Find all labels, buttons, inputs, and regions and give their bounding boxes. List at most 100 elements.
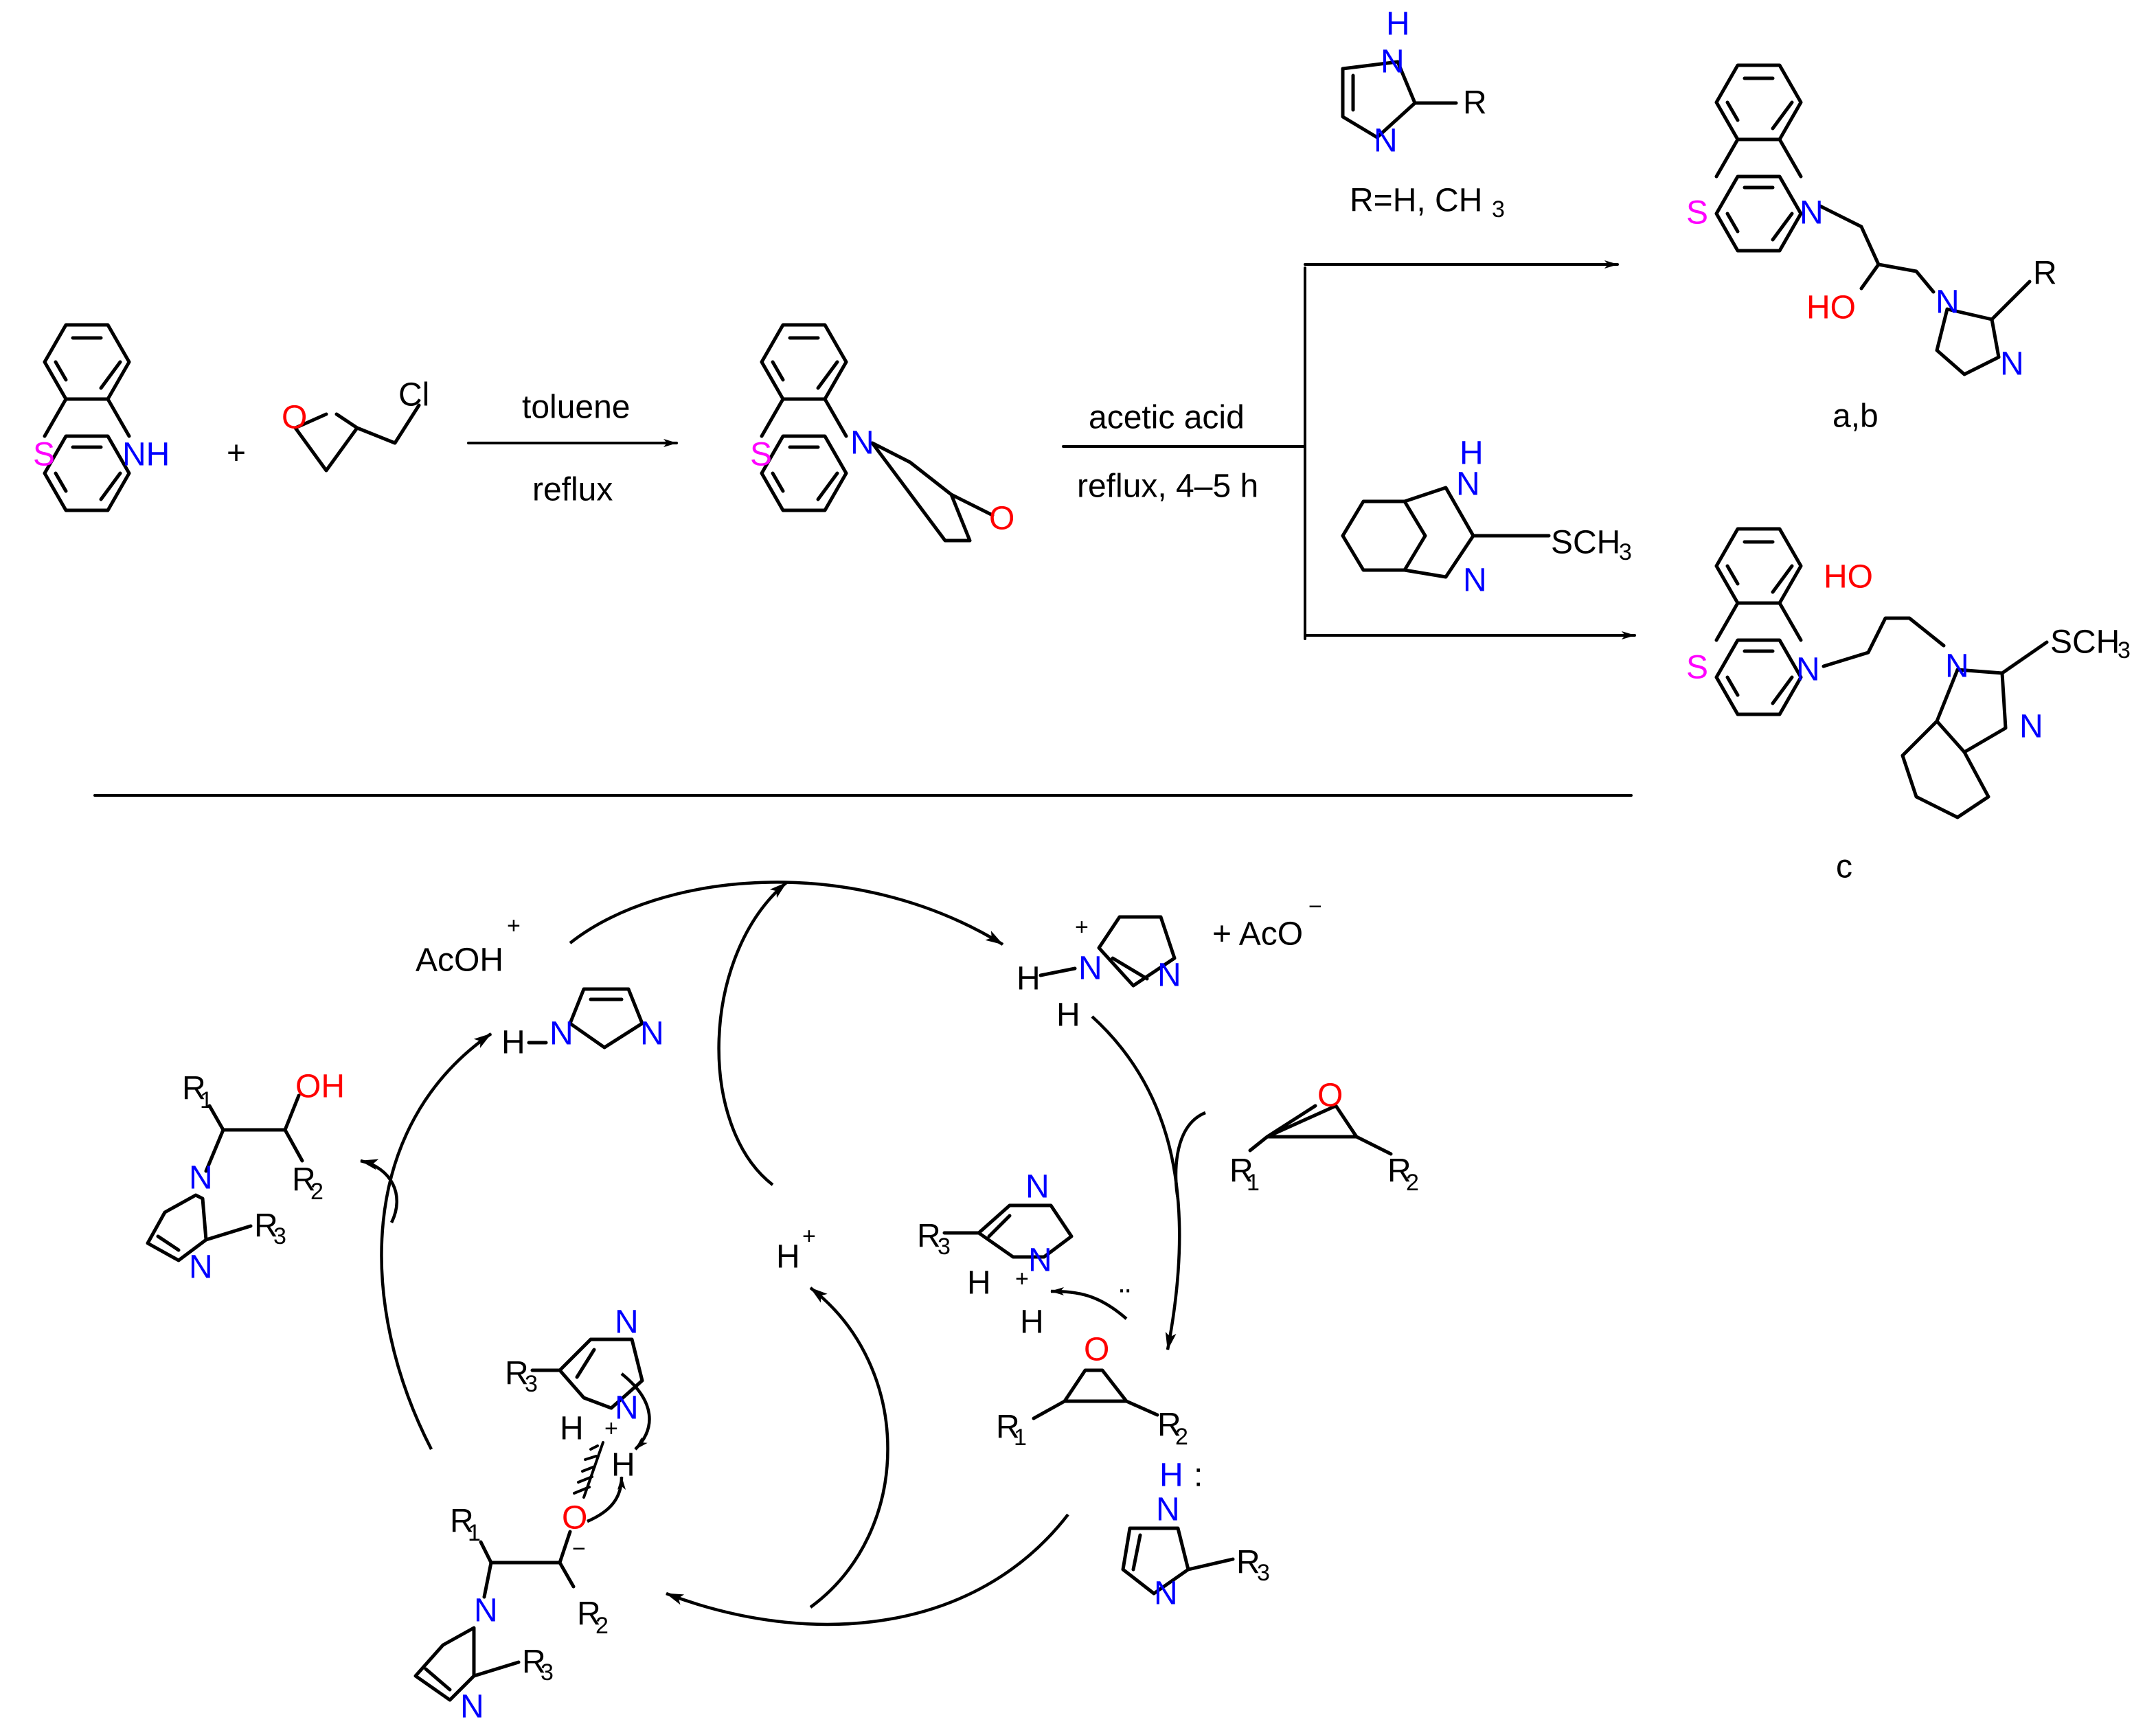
r3-label: R bbox=[1236, 1545, 1260, 1581]
r-definition-subscript: 3 bbox=[1492, 196, 1505, 223]
r3-label: R bbox=[505, 1356, 529, 1392]
nucleophile-n1: N bbox=[1156, 1492, 1180, 1528]
proton-charge: + bbox=[802, 1223, 816, 1249]
imidazolium: H N + H N + AcO − bbox=[1017, 894, 1322, 1034]
ring-nitrogen: N bbox=[1800, 195, 1824, 231]
epoxide-oxygen: O bbox=[1317, 1078, 1343, 1114]
imidazole-reagent: H N N R R=H, CH 3 bbox=[1341, 6, 1505, 223]
imidazole-h: H bbox=[501, 1025, 525, 1061]
imidazole-n1: N bbox=[549, 1016, 574, 1052]
imidazolium-n1: N bbox=[1078, 951, 1102, 987]
ring-nitrogen: N bbox=[1796, 652, 1820, 688]
ring-nitrogen: N bbox=[850, 425, 874, 462]
r1-label: R bbox=[182, 1071, 206, 1107]
sulfur-atom: S bbox=[1686, 650, 1708, 686]
r2-label: R bbox=[1387, 1153, 1411, 1190]
lone-pair-dots: ¨ bbox=[1120, 1284, 1131, 1320]
cycle-arrows bbox=[360, 881, 1206, 1626]
plus-sign: + bbox=[227, 435, 246, 472]
product-n1: N bbox=[474, 1593, 498, 1629]
r-group: R bbox=[1463, 85, 1487, 122]
step1-arrow: toluene reflux bbox=[467, 389, 678, 508]
r2-label: R bbox=[577, 1596, 601, 1633]
imidazole-n3: N bbox=[640, 1016, 664, 1052]
nucleophile-nh: H bbox=[1159, 1458, 1183, 1494]
r2-label: R bbox=[292, 1162, 316, 1199]
final-product: R 1 OH R 2 N N R 3 bbox=[146, 1069, 345, 1286]
benzimidazole-n3: N bbox=[2019, 709, 2043, 745]
product-ab: S N HO N N R a,b bbox=[1686, 63, 2057, 435]
bridging-h2: H bbox=[611, 1447, 635, 1484]
r2-subscript: 2 bbox=[1175, 1424, 1188, 1450]
r3-label: R bbox=[522, 1644, 546, 1681]
r2-subscript: 2 bbox=[595, 1613, 609, 1639]
r2-subscript: 2 bbox=[310, 1179, 324, 1205]
product-n3: N bbox=[460, 1689, 484, 1725]
proton-h: H bbox=[776, 1239, 800, 1275]
epoxypropyl-phenothiazine: S N O bbox=[750, 323, 1014, 543]
imidazolium-n1: N bbox=[615, 1390, 639, 1427]
sch3-subscript: 3 bbox=[1619, 539, 1632, 565]
hydroxyl: OH bbox=[295, 1069, 345, 1105]
imidazolium-h1: H bbox=[1017, 961, 1041, 997]
sulfur-atom: S bbox=[1686, 195, 1708, 231]
epoxide-oxygen: O bbox=[989, 501, 1014, 537]
sulfur-atom: S bbox=[750, 437, 772, 473]
hydroxyl: HO bbox=[1806, 290, 1856, 326]
bridging-charge: + bbox=[604, 1416, 618, 1442]
acetate-charge: − bbox=[1308, 894, 1322, 920]
product-c: S N HO N N SCH 3 c bbox=[1686, 527, 2131, 885]
r3-subscript: 3 bbox=[938, 1234, 951, 1260]
r1-label: R bbox=[996, 1409, 1020, 1446]
amine-nh: NH bbox=[122, 437, 170, 473]
proton: H + bbox=[776, 1223, 816, 1275]
epoxide-substrate: O R 1 R 2 bbox=[1229, 1078, 1419, 1197]
chlorine: Cl bbox=[398, 377, 429, 413]
alkoxide-charge: − bbox=[572, 1536, 586, 1562]
imidazolium-n3: N bbox=[615, 1304, 639, 1341]
activated-epoxide: O R 1 R 2 bbox=[996, 1332, 1188, 1451]
imidazolium-h2: H bbox=[1056, 997, 1080, 1034]
r3-subscript: 3 bbox=[525, 1371, 538, 1397]
r1-subscript: 1 bbox=[200, 1087, 213, 1113]
benzimidazole-nh: H bbox=[1460, 435, 1484, 472]
product-n1: N bbox=[189, 1160, 213, 1197]
imidazole-nh: H bbox=[1386, 6, 1410, 43]
step2-condition: reflux, 4–5 h bbox=[1077, 468, 1258, 505]
sch3-label: SCH bbox=[1551, 525, 1620, 561]
epichlorohydrin: O Cl bbox=[282, 377, 429, 473]
step1-condition: reflux bbox=[532, 472, 613, 508]
imidazolium-charge: + bbox=[1075, 914, 1089, 940]
product-label-c: c bbox=[1836, 849, 1852, 885]
r3-subscript: 3 bbox=[273, 1223, 286, 1249]
epoxide-oxygen: O bbox=[1084, 1332, 1109, 1368]
r-group: R bbox=[2033, 256, 2057, 292]
r3-label: R bbox=[254, 1208, 278, 1245]
nucleophile-lone-pair: : bbox=[1194, 1458, 1203, 1494]
r1-label: R bbox=[1229, 1153, 1253, 1190]
r-definition: R=H, CH bbox=[1350, 183, 1482, 219]
sch3-label: SCH bbox=[2050, 624, 2120, 661]
step2-arrow: acetic acid reflux, 4–5 h bbox=[1062, 260, 1636, 640]
imidazolium-n3: N bbox=[1157, 957, 1181, 994]
epoxide-oxygen: O bbox=[282, 400, 307, 436]
activating-h2: H bbox=[1020, 1304, 1044, 1341]
activating-charge: + bbox=[1015, 1266, 1029, 1292]
sch3-subscript: 3 bbox=[2118, 637, 2131, 664]
step1-reagent: toluene bbox=[522, 389, 630, 426]
methylthio-benzimidazole-reagent: H N N SCH 3 bbox=[1341, 435, 1632, 599]
imidazolium-n3: N bbox=[1025, 1169, 1049, 1205]
imidazole-n3: N bbox=[1374, 123, 1398, 159]
benzimidazole-n1: N bbox=[1456, 466, 1480, 503]
acetate-label: + AcO bbox=[1212, 916, 1303, 953]
product-n3: N bbox=[189, 1249, 213, 1286]
step2-reagent: acetic acid bbox=[1089, 400, 1245, 436]
r1-subscript: 1 bbox=[1247, 1170, 1260, 1196]
imidazolium-n1: N bbox=[1028, 1243, 1052, 1279]
benzimidazole-n3: N bbox=[1463, 563, 1487, 599]
r1-subscript: 1 bbox=[468, 1520, 481, 1546]
r1-subscript: 1 bbox=[1014, 1425, 1027, 1451]
r2-label: R bbox=[1157, 1407, 1181, 1444]
r3-subscript: 3 bbox=[1257, 1560, 1270, 1586]
alkoxide-oxygen: O bbox=[562, 1500, 587, 1536]
